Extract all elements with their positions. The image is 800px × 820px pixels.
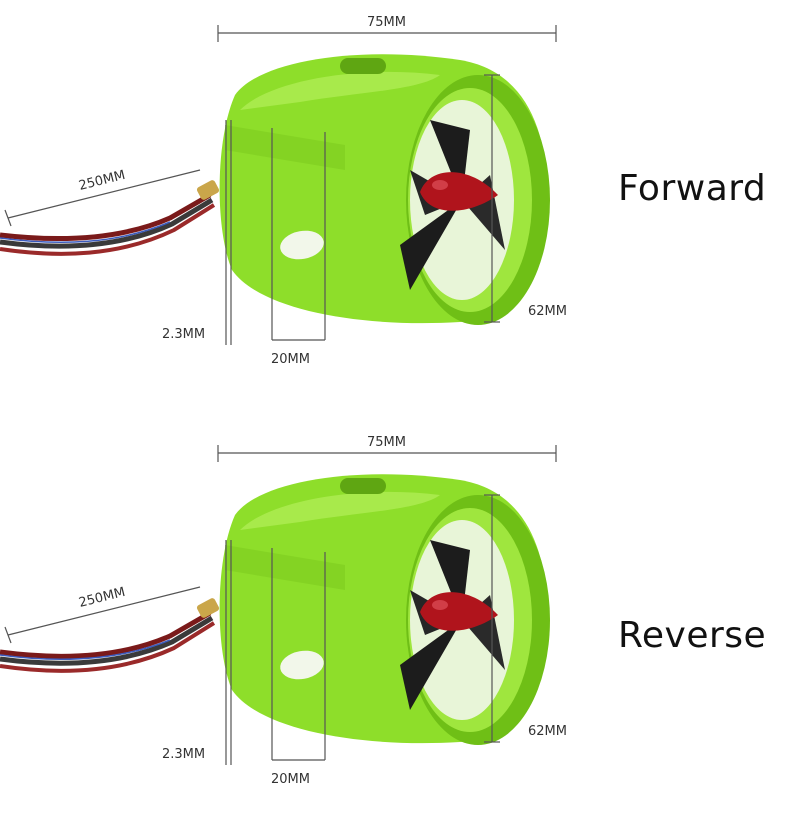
dimension-lines (4, 445, 557, 765)
spacing-dim-label: 20MM (271, 772, 310, 787)
height-dim-label: 62MM (528, 304, 567, 319)
cable-wires (0, 180, 220, 256)
top-slot (340, 478, 386, 494)
spacing-dim-label: 20MM (271, 352, 310, 367)
thruster-drawing: 75MM 62MM 250MM 2.3MM 20MM (0, 435, 567, 787)
thruster-housing (219, 474, 550, 745)
thruster-drawing: 75MM 62MM 250MM 2.3MM 20MM (0, 15, 567, 367)
top-slot (340, 58, 386, 74)
cable-connector (196, 180, 220, 200)
propeller (400, 540, 505, 710)
thruster-housing (219, 54, 550, 325)
thruster-panel-forward: 75MM 62MM 250MM 2.3MM 20MM Forward (0, 0, 800, 400)
cable-connector (196, 598, 220, 618)
mode-label-reverse: Reverse (618, 615, 767, 656)
hole-dim-label: 2.3MM (162, 747, 205, 762)
mode-label-forward: Forward (618, 168, 767, 209)
thruster-panel-reverse: 75MM 62MM 250MM 2.3MM 20MM Reverse (0, 420, 800, 820)
hole-dim-label: 2.3MM (162, 327, 205, 342)
width-dim-label: 75MM (367, 15, 406, 30)
width-dim-label: 75MM (367, 435, 406, 450)
cable-wires (0, 598, 220, 673)
side-vent (280, 230, 324, 260)
dimension-lines (4, 25, 557, 345)
side-vent (280, 650, 324, 680)
propeller (400, 120, 505, 290)
height-dim-label: 62MM (528, 724, 567, 739)
